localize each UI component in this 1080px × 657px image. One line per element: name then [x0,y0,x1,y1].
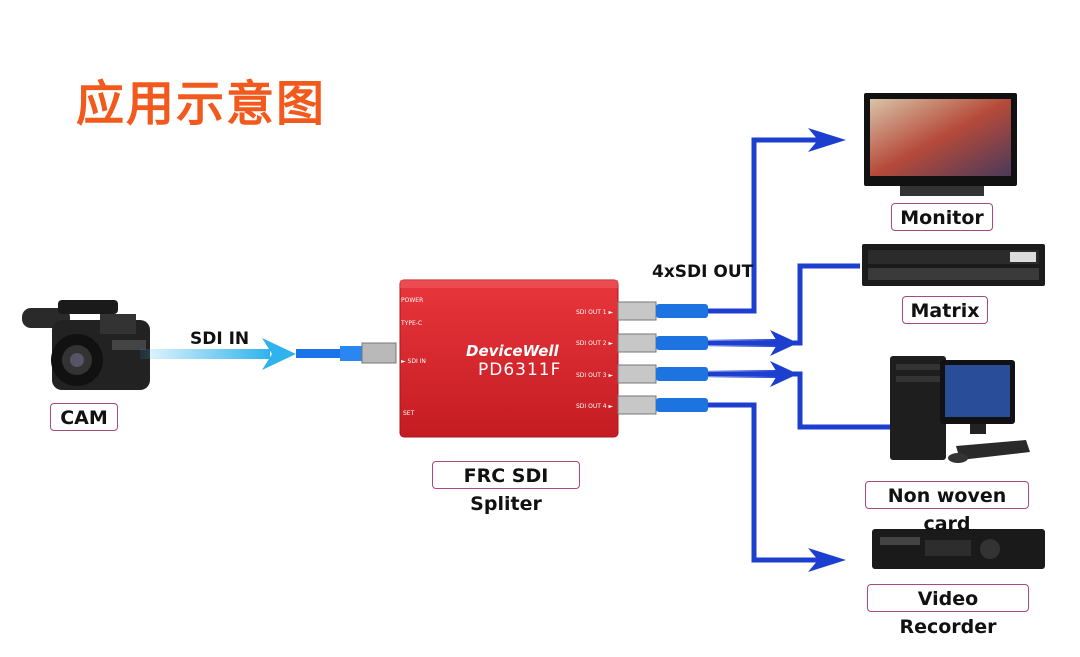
sdi-out1-label: SDI OUT 1 ► [576,309,614,316]
sdi-in-arrow [140,338,296,370]
typec-port-label: TYPE-C [401,320,423,327]
sdi-in-label: SDI IN [190,329,250,349]
device-caption: FRC SDI Spliter [432,461,580,515]
sdi-out4-label: SDI OUT 4 ► [576,403,614,410]
sdi-in-port-label: ► SDI IN [401,358,426,365]
computer-icon [890,356,1030,463]
connection-arrows [708,128,846,572]
output-cables [617,301,708,415]
splitter-device [399,279,619,438]
monitor-icon [864,93,1017,196]
power-port-label: POWER [401,297,424,304]
cam-label: CAM [50,403,118,431]
sdi-out2-label: SDI OUT 2 ► [576,340,614,347]
connection-lines [708,137,890,563]
sdi-out-label: 4xSDI OUT [652,262,754,282]
page-title: 应用示意图 [76,76,327,132]
monitor-label: Monitor [891,203,993,231]
camera-icon [22,300,150,390]
set-button-label: SET [403,410,415,417]
device-brand: DeviceWell [466,342,559,360]
matrix-icon [862,244,1045,286]
computer-label: Non woven card [865,481,1029,535]
sdi-out3-label: SDI OUT 3 ► [576,372,614,379]
matrix-label: Matrix [902,296,988,324]
recorder-icon [872,529,1045,569]
device-model: PD6311F [478,360,562,380]
input-cable [296,342,397,364]
recorder-label: Video Recorder [867,584,1029,638]
